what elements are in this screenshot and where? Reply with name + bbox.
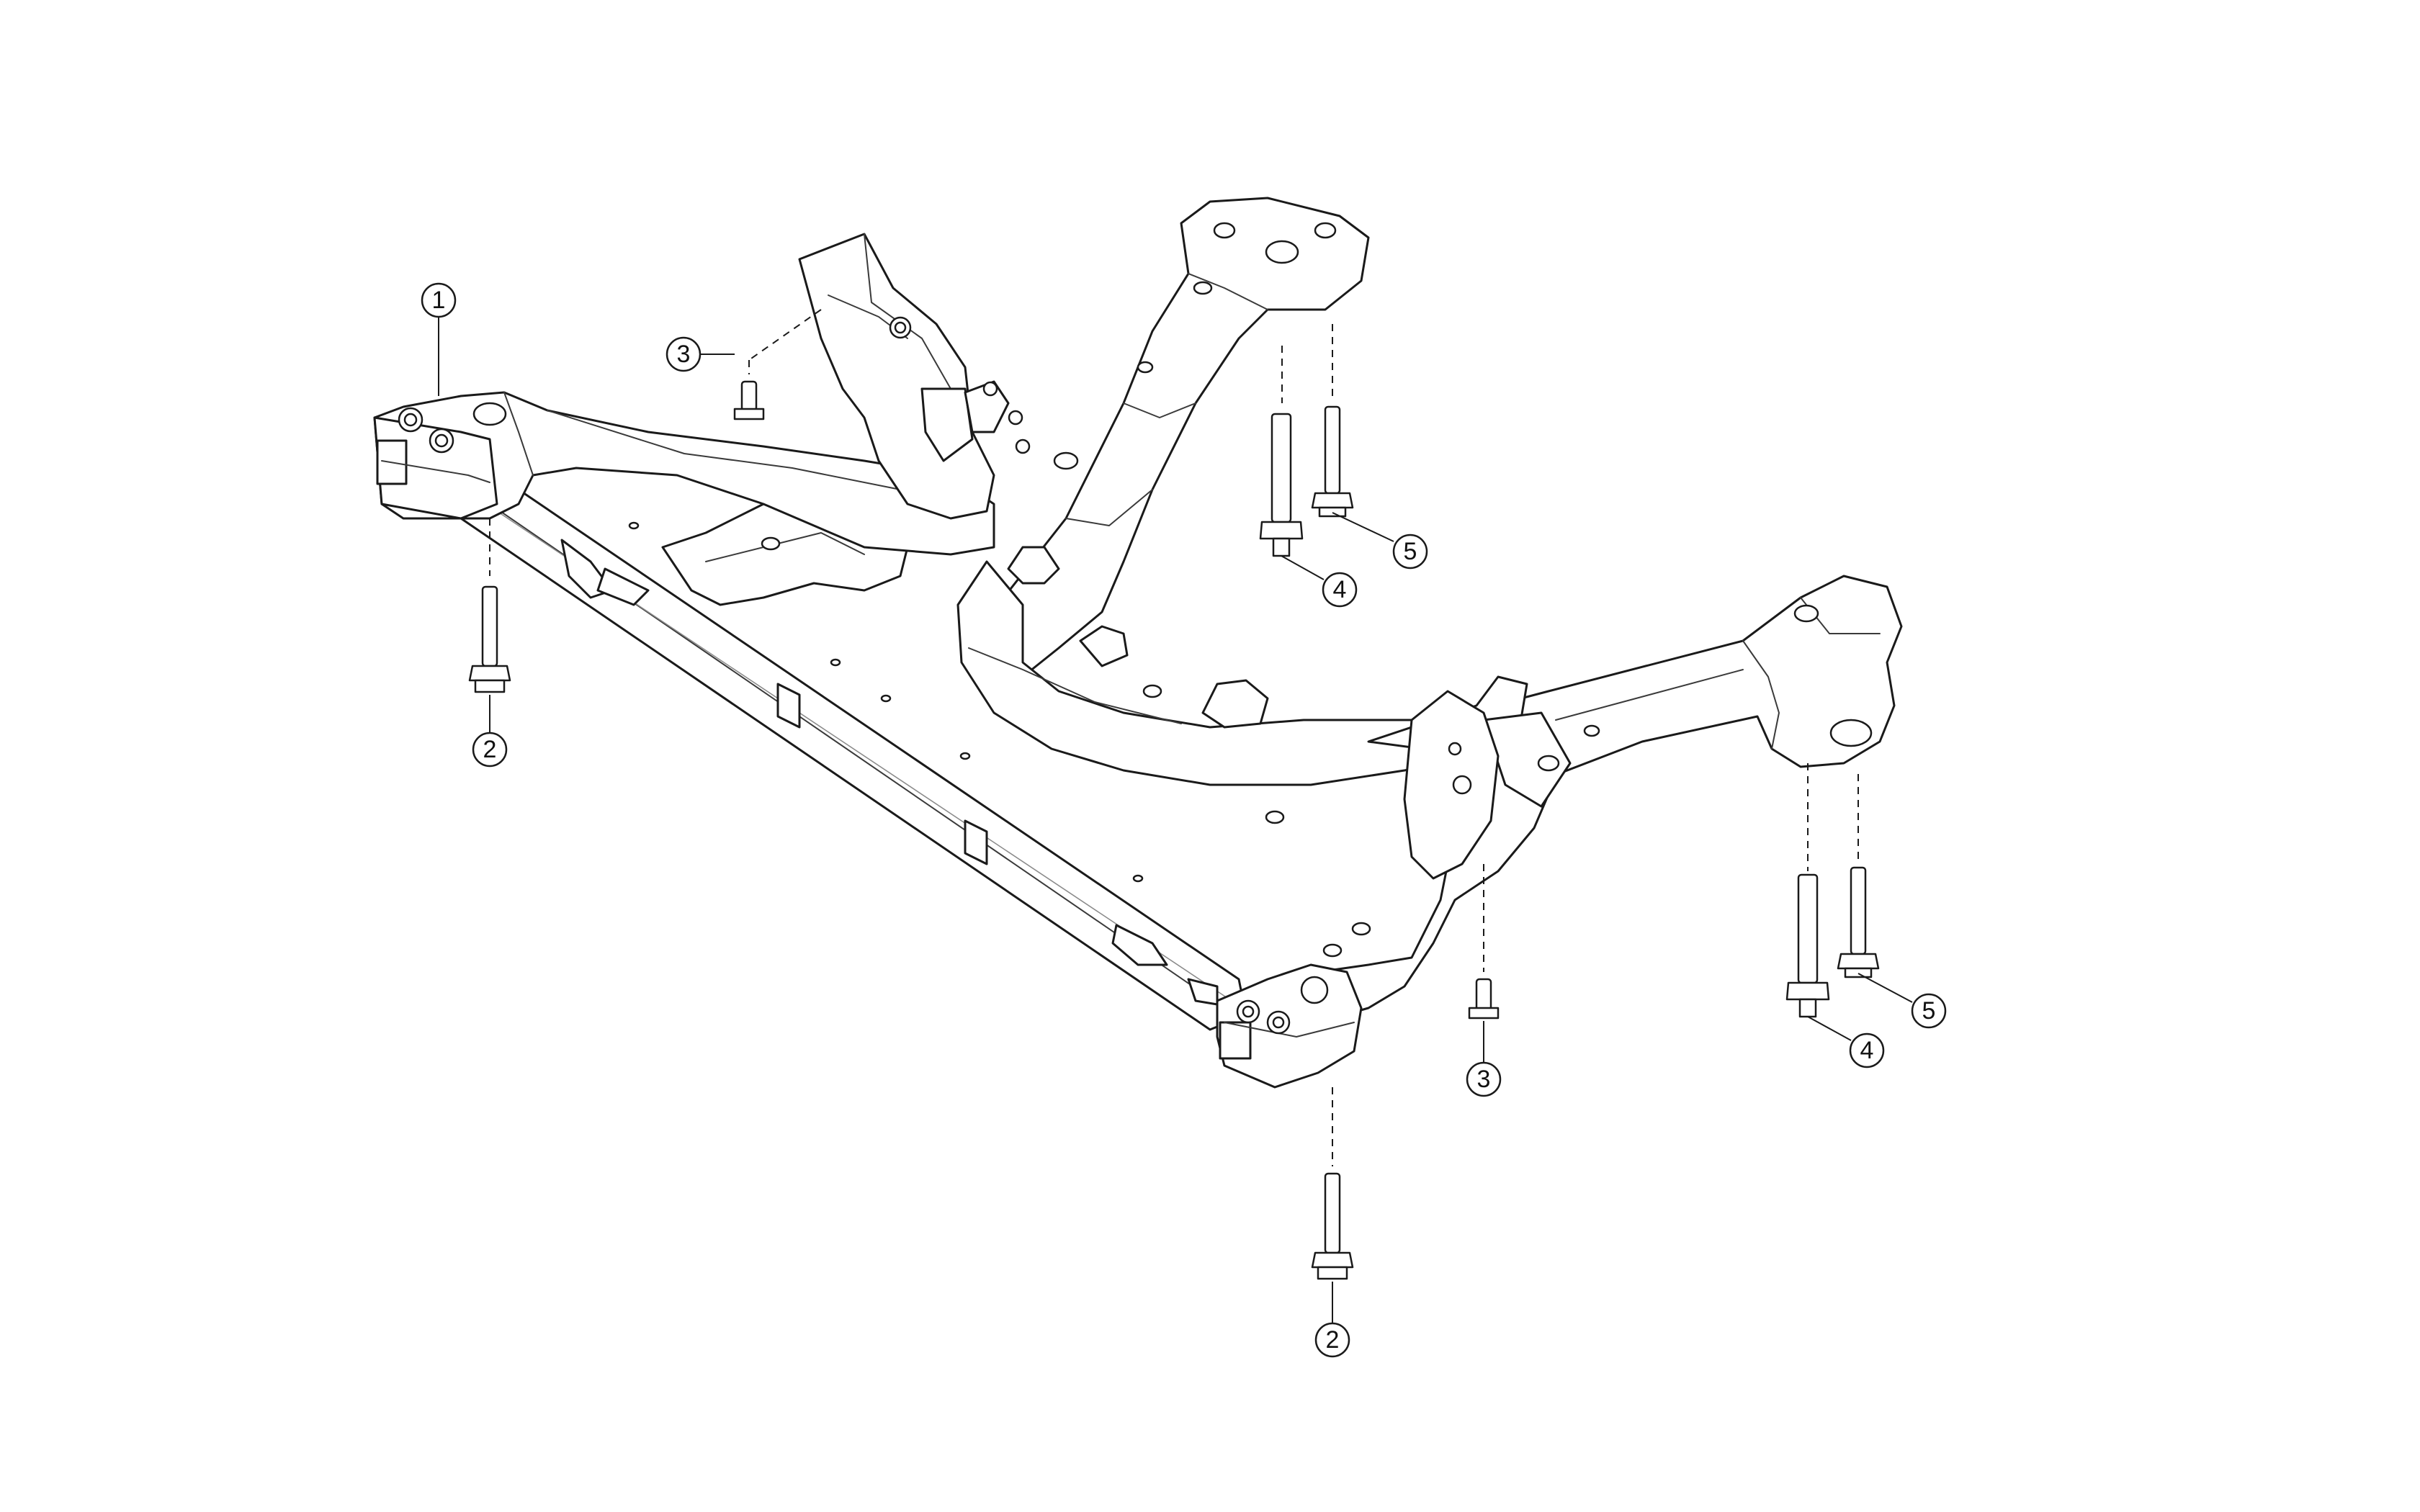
bolt-4-upper [1259, 413, 1304, 557]
callout-2-left: 2 [472, 732, 508, 768]
bolt-2-lower [1311, 1172, 1354, 1280]
alignment-lines [489, 309, 1859, 1166]
svg-text:5: 5 [1404, 538, 1417, 565]
callout-3-upper: 3 [666, 336, 702, 372]
bolt-3-lower [1468, 978, 1500, 1020]
rear-left-arm [985, 197, 1370, 678]
right-tower [1403, 690, 1500, 880]
bolt-2-left [468, 585, 511, 693]
callout-5-lower: 5 [1911, 993, 1947, 1029]
svg-text:4: 4 [1860, 1037, 1874, 1064]
svg-text:4: 4 [1333, 576, 1347, 603]
callout-3-lower: 3 [1466, 1061, 1502, 1097]
svg-text:5: 5 [1922, 997, 1936, 1025]
svg-text:2: 2 [483, 736, 497, 763]
callout-4-upper: 4 [1322, 572, 1358, 608]
svg-text:3: 3 [677, 341, 691, 368]
left-main-arm [373, 391, 995, 556]
callout-5-upper: 5 [1392, 534, 1428, 570]
leader-lines [438, 317, 1913, 1323]
bolt-5-lower [1837, 866, 1880, 978]
bolt-3-upper [733, 380, 765, 420]
callout-4-lower: 4 [1849, 1032, 1885, 1068]
bolt-5-upper [1311, 405, 1354, 518]
bolt-4-lower [1785, 873, 1830, 1018]
svg-text:2: 2 [1326, 1326, 1340, 1354]
svg-text:3: 3 [1477, 1066, 1491, 1093]
svg-text:1: 1 [432, 287, 446, 314]
callout-2-lower: 2 [1314, 1322, 1350, 1358]
callout-1: 1 [421, 282, 457, 318]
front-subframe [373, 197, 1903, 1089]
